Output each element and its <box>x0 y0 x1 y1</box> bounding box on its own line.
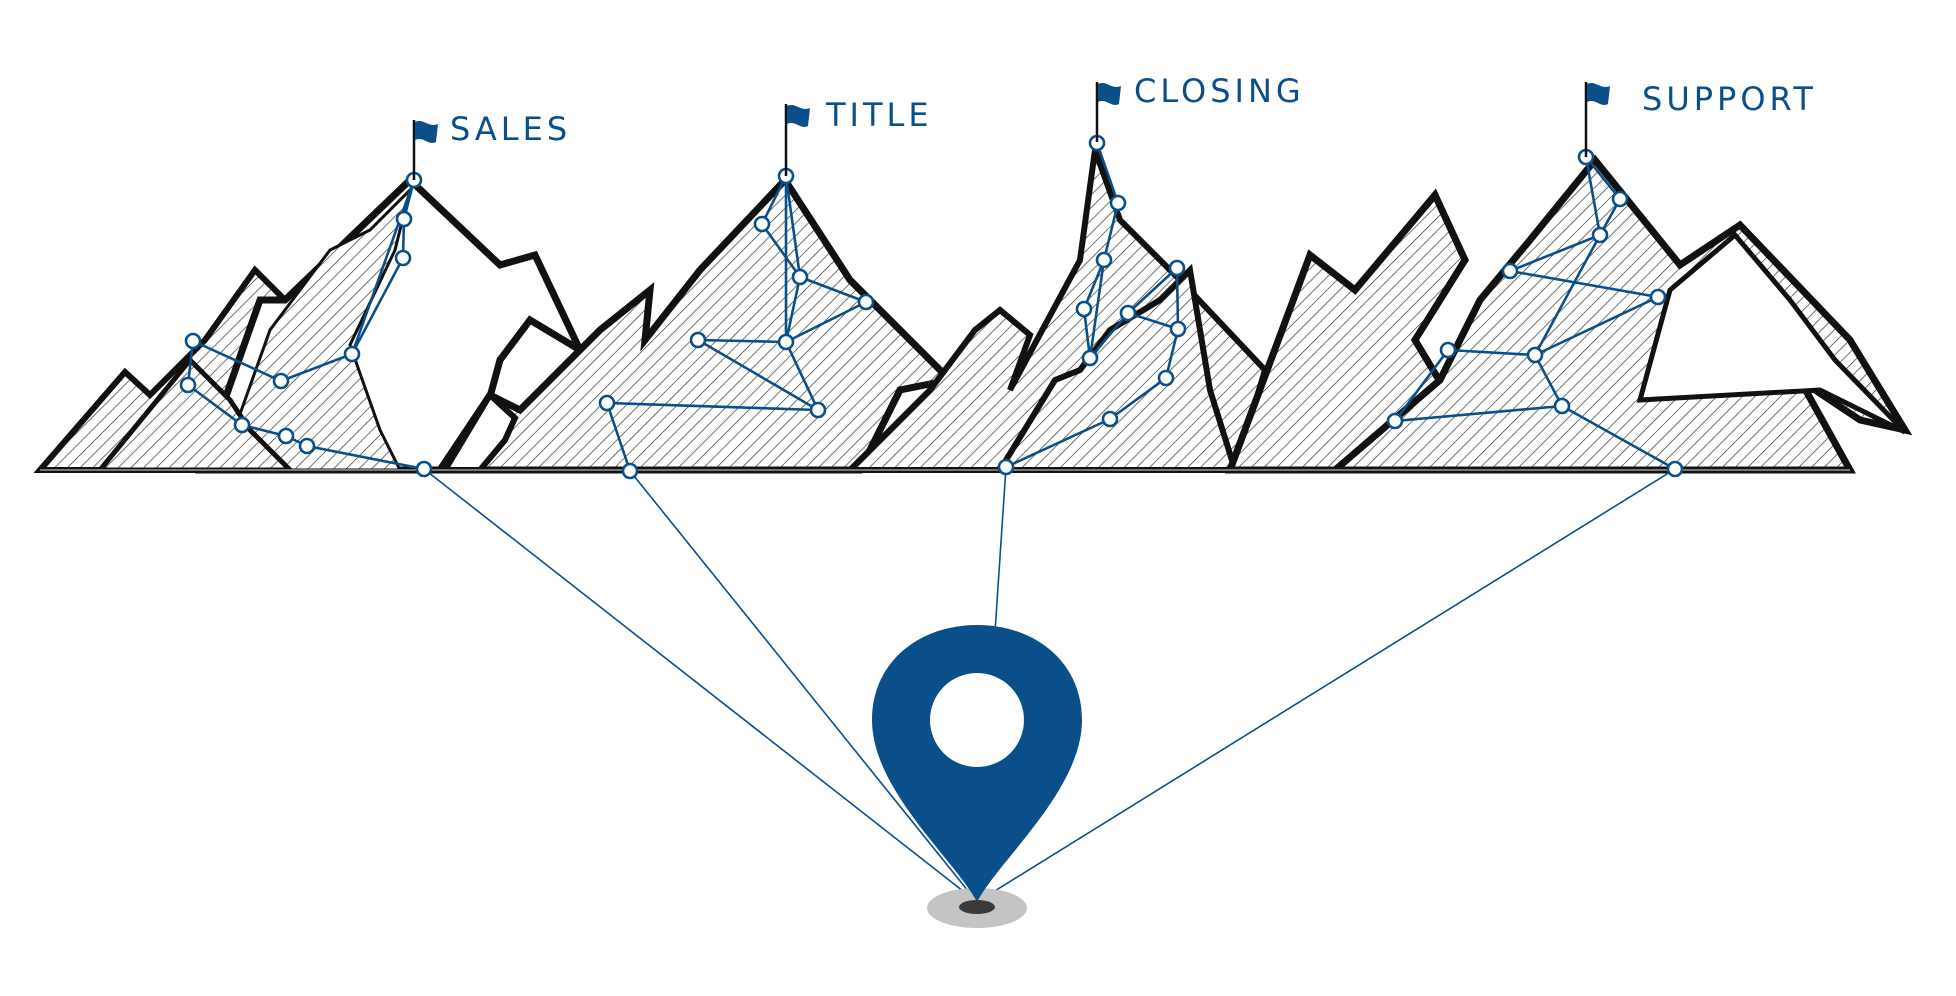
pin-shadow-core <box>959 900 995 914</box>
route-segment <box>1393 349 1450 422</box>
route-node <box>1168 259 1186 277</box>
route-segment <box>1127 311 1179 331</box>
route-node <box>343 345 361 363</box>
route-segment <box>1102 202 1120 261</box>
peak-label-closing: CLOSING <box>1134 72 1305 110</box>
route-segment <box>1447 348 1536 357</box>
route-node <box>179 376 197 394</box>
flag-icon <box>784 104 810 176</box>
route-node <box>1081 349 1099 367</box>
route-segment <box>1109 376 1167 421</box>
route-segment <box>697 338 787 344</box>
peak-label-title: TITLE <box>825 96 933 134</box>
route-segment <box>1005 417 1111 469</box>
route-node <box>621 462 639 480</box>
route-node <box>857 293 875 311</box>
route-node <box>1526 346 1544 364</box>
route-segment <box>1175 267 1180 330</box>
mountain-support-face <box>1636 231 1907 435</box>
route-segment <box>1533 354 1564 407</box>
route-segment <box>350 179 416 355</box>
route-segment <box>784 175 802 278</box>
route-node <box>1095 251 1113 269</box>
route-segment <box>192 339 282 383</box>
route-segment <box>1127 267 1178 314</box>
route-node <box>1169 320 1187 338</box>
route-node <box>753 215 771 233</box>
peak-label-sales: SALES <box>450 110 571 148</box>
route-segment <box>187 383 243 427</box>
route-node <box>777 333 795 351</box>
route-segment <box>1095 142 1120 204</box>
route-node <box>1553 397 1571 415</box>
route-segment <box>1394 404 1563 423</box>
route-node <box>394 249 412 267</box>
route-segment <box>785 300 867 344</box>
route-node <box>1591 226 1609 244</box>
route-segment <box>1534 295 1659 357</box>
route-node <box>598 394 616 412</box>
route-segment <box>1088 259 1106 359</box>
route-segment <box>350 257 405 355</box>
route-node <box>277 427 295 445</box>
mountain-closing-front <box>994 263 1240 473</box>
mountain-range <box>33 148 1913 474</box>
route-segment <box>306 444 425 471</box>
flag-icon <box>412 120 438 180</box>
route-node <box>1157 369 1175 387</box>
route-segment <box>1089 312 1129 359</box>
route-segment <box>1561 404 1676 471</box>
route-node <box>298 437 316 455</box>
route-node <box>1501 262 1519 280</box>
peak-flags: SALES TITLE CLOSING SUPPORT <box>412 72 1817 180</box>
route-segment <box>1082 259 1106 310</box>
route-node <box>1386 412 1404 430</box>
route-to-pin-line <box>976 468 1676 903</box>
route-node <box>272 372 290 390</box>
route-segment <box>784 276 802 343</box>
route-node <box>689 331 707 349</box>
route-to-pin-line <box>423 468 978 903</box>
route-node <box>1649 288 1667 306</box>
route-node <box>184 332 202 350</box>
route-node <box>1439 341 1457 359</box>
mountain-title <box>433 174 958 474</box>
route-segment <box>784 341 820 411</box>
route-segment <box>1533 234 1602 356</box>
route-segment <box>760 175 788 225</box>
route-segment <box>280 352 353 383</box>
route-node <box>1666 460 1684 478</box>
route-segment <box>760 223 802 278</box>
flag-icon <box>1095 82 1121 142</box>
route-segment <box>1584 156 1602 236</box>
route-node <box>809 401 827 419</box>
flag-icon <box>1584 82 1610 157</box>
route-node <box>395 210 413 228</box>
route-node <box>233 416 251 434</box>
route-node <box>791 268 809 286</box>
map-pin-icon <box>872 625 1082 928</box>
peak-label-support: SUPPORT <box>1642 80 1817 118</box>
route-segment <box>605 402 632 472</box>
route-segment <box>1509 269 1659 299</box>
route-segment <box>799 275 867 304</box>
route-node <box>415 460 433 478</box>
route-node <box>997 458 1015 476</box>
route-segment <box>697 338 819 412</box>
route-node <box>1101 410 1119 428</box>
route-segment <box>1509 233 1601 273</box>
route-node <box>1075 300 1093 318</box>
route-node <box>1611 190 1629 208</box>
route-segment <box>1164 328 1180 379</box>
route-segment <box>1584 156 1622 200</box>
route-to-pin-line <box>629 470 978 903</box>
route-node <box>1109 194 1127 212</box>
route-segment <box>606 401 819 412</box>
pin-hole <box>930 673 1024 767</box>
route-node <box>1119 304 1137 322</box>
route-network <box>179 134 1684 903</box>
